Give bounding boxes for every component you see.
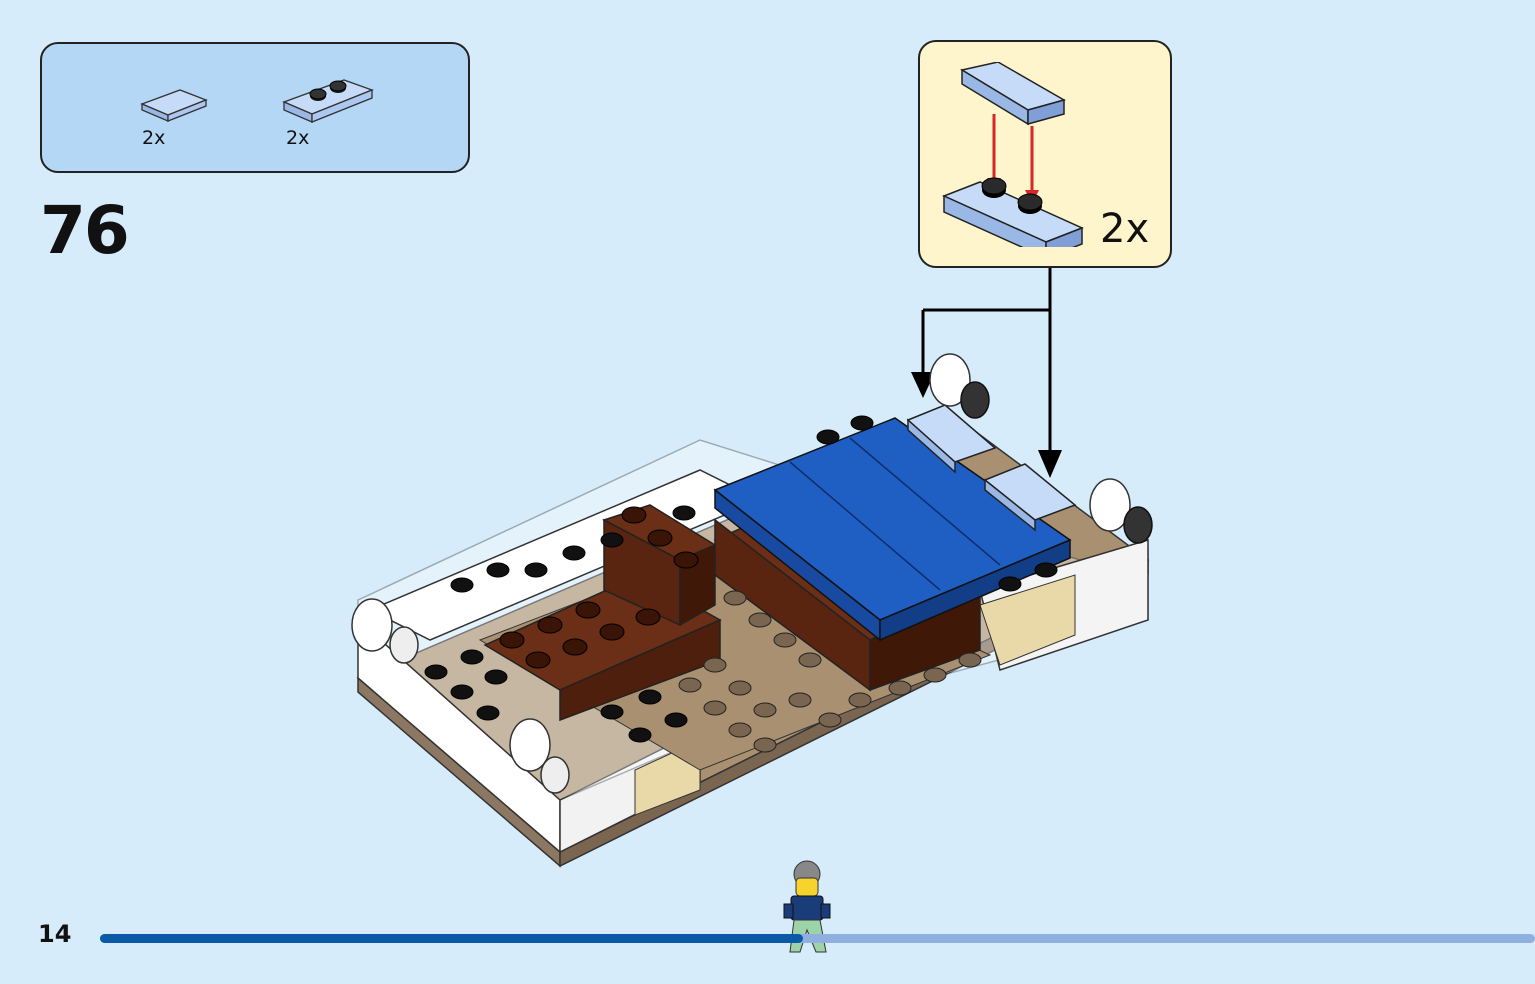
progress-fill — [100, 934, 804, 943]
placement-arrows — [911, 268, 1062, 478]
part-qty: 2x — [286, 127, 310, 149]
parts-list-box: 2x 2x — [40, 42, 470, 173]
sub-assembly-callout — [918, 40, 1172, 268]
round-bars — [351, 353, 1153, 794]
bed-model-illustration — [351, 268, 1153, 868]
white-studs — [424, 415, 1058, 743]
blue-mattress — [713, 417, 1072, 642]
flat-tile-1x2-light-blue-icon — [140, 89, 208, 122]
callout-qty: 2x — [1100, 206, 1150, 252]
minifigure-icon — [783, 860, 831, 953]
page-number: 14 — [38, 920, 72, 948]
part-qty: 2x — [142, 127, 166, 149]
progress-track — [100, 934, 1535, 943]
plate-1x3-two-studs-light-blue-icon — [282, 79, 374, 123]
brown-studs — [499, 506, 699, 669]
step-number: 76 — [40, 192, 130, 269]
tile-on-plate-assembly-icon — [942, 62, 1084, 247]
tan-studs — [678, 590, 982, 753]
